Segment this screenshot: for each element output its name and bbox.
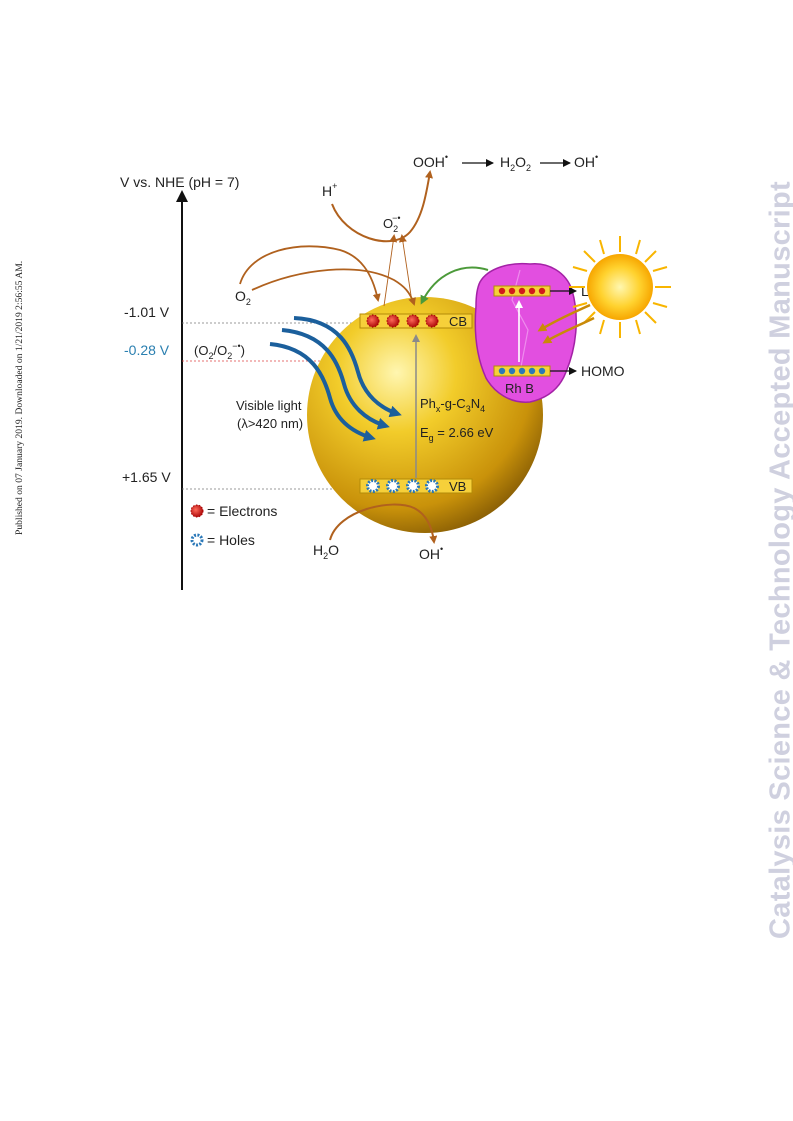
- electron-icon: [425, 314, 439, 328]
- hole-icon: [406, 479, 420, 493]
- electron-icon: [528, 287, 536, 295]
- axis-arrowhead-icon: [176, 190, 188, 202]
- bandgap-label: Eg = 2.66 eV: [420, 425, 494, 443]
- legend-holes-label: = Holes: [207, 532, 255, 548]
- level-label-vb: +1.65 V: [122, 469, 171, 485]
- light-label-line2: (λ>420 nm): [237, 416, 303, 431]
- electron-icon: [406, 314, 420, 328]
- electron-icon: [386, 314, 400, 328]
- cb-to-superoxide-arrow-2: [398, 234, 413, 303]
- electron-icon: [538, 287, 546, 295]
- vb-holes: [366, 479, 439, 493]
- hole-icon: [498, 367, 506, 375]
- legend: = Electrons = Holes: [190, 503, 277, 548]
- cb-label: CB: [449, 314, 467, 329]
- species-h-plus: H+: [322, 181, 337, 199]
- lumo-electrons: [498, 287, 546, 295]
- species-h2o2: H2O2: [500, 154, 531, 173]
- hole-icon: [518, 367, 526, 375]
- visible-light-arrow-1: [293, 316, 402, 418]
- electron-injection-arrow: [420, 266, 489, 305]
- dye-facet-line: [511, 269, 529, 373]
- electron-icon: [518, 287, 526, 295]
- cb-electrons: [366, 314, 439, 328]
- species-o2: O2: [235, 288, 251, 307]
- cb-to-superoxide-arrow-1: [383, 234, 398, 307]
- species-oh-top: OH•: [574, 152, 598, 170]
- electron-icon: [508, 287, 516, 295]
- visible-light-arrow-3: [269, 342, 376, 442]
- electron-icon: [190, 504, 204, 518]
- o2-to-cb-arrow-2: [251, 268, 416, 306]
- electron-icon: [366, 314, 380, 328]
- dye-label: Rh B: [505, 381, 534, 396]
- sun-light-arrow-2: [542, 316, 595, 344]
- sun-icon: [569, 236, 671, 338]
- hole-icon: [190, 533, 204, 547]
- legend-electrons-label: = Electrons: [207, 503, 277, 519]
- homo-label: HOMO: [581, 363, 625, 379]
- species-ooh: OOH•: [413, 152, 448, 170]
- hole-icon: [528, 367, 536, 375]
- visible-light-arrow-2: [281, 328, 390, 430]
- catalyst-label: Phx-g-C3N4: [420, 396, 485, 414]
- o2-to-cb-arrow-1: [239, 245, 381, 302]
- hole-icon: [538, 367, 546, 375]
- redox-couple-label: (O2/O2−•): [194, 341, 245, 361]
- homo-holes: [498, 367, 546, 375]
- level-label-redox: -0.28 V: [124, 342, 170, 358]
- vb-label: VB: [449, 479, 466, 494]
- protonation-arrow: [331, 170, 433, 243]
- sun-light-arrow-1: [537, 303, 591, 332]
- axis-label: V vs. NHE (pH = 7): [120, 174, 239, 190]
- hole-icon: [508, 367, 516, 375]
- species-superoxide: O2−•: [383, 213, 401, 234]
- water-oxidation-arrow: [329, 503, 438, 544]
- light-label-line1: Visible light: [236, 398, 302, 413]
- species-h2o: H2O: [313, 542, 339, 561]
- hole-icon: [366, 479, 380, 493]
- level-label-cb: -1.01 V: [124, 304, 170, 320]
- species-oh-bottom: OH•: [419, 544, 443, 562]
- hole-icon: [386, 479, 400, 493]
- hole-icon: [425, 479, 439, 493]
- electron-icon: [498, 287, 506, 295]
